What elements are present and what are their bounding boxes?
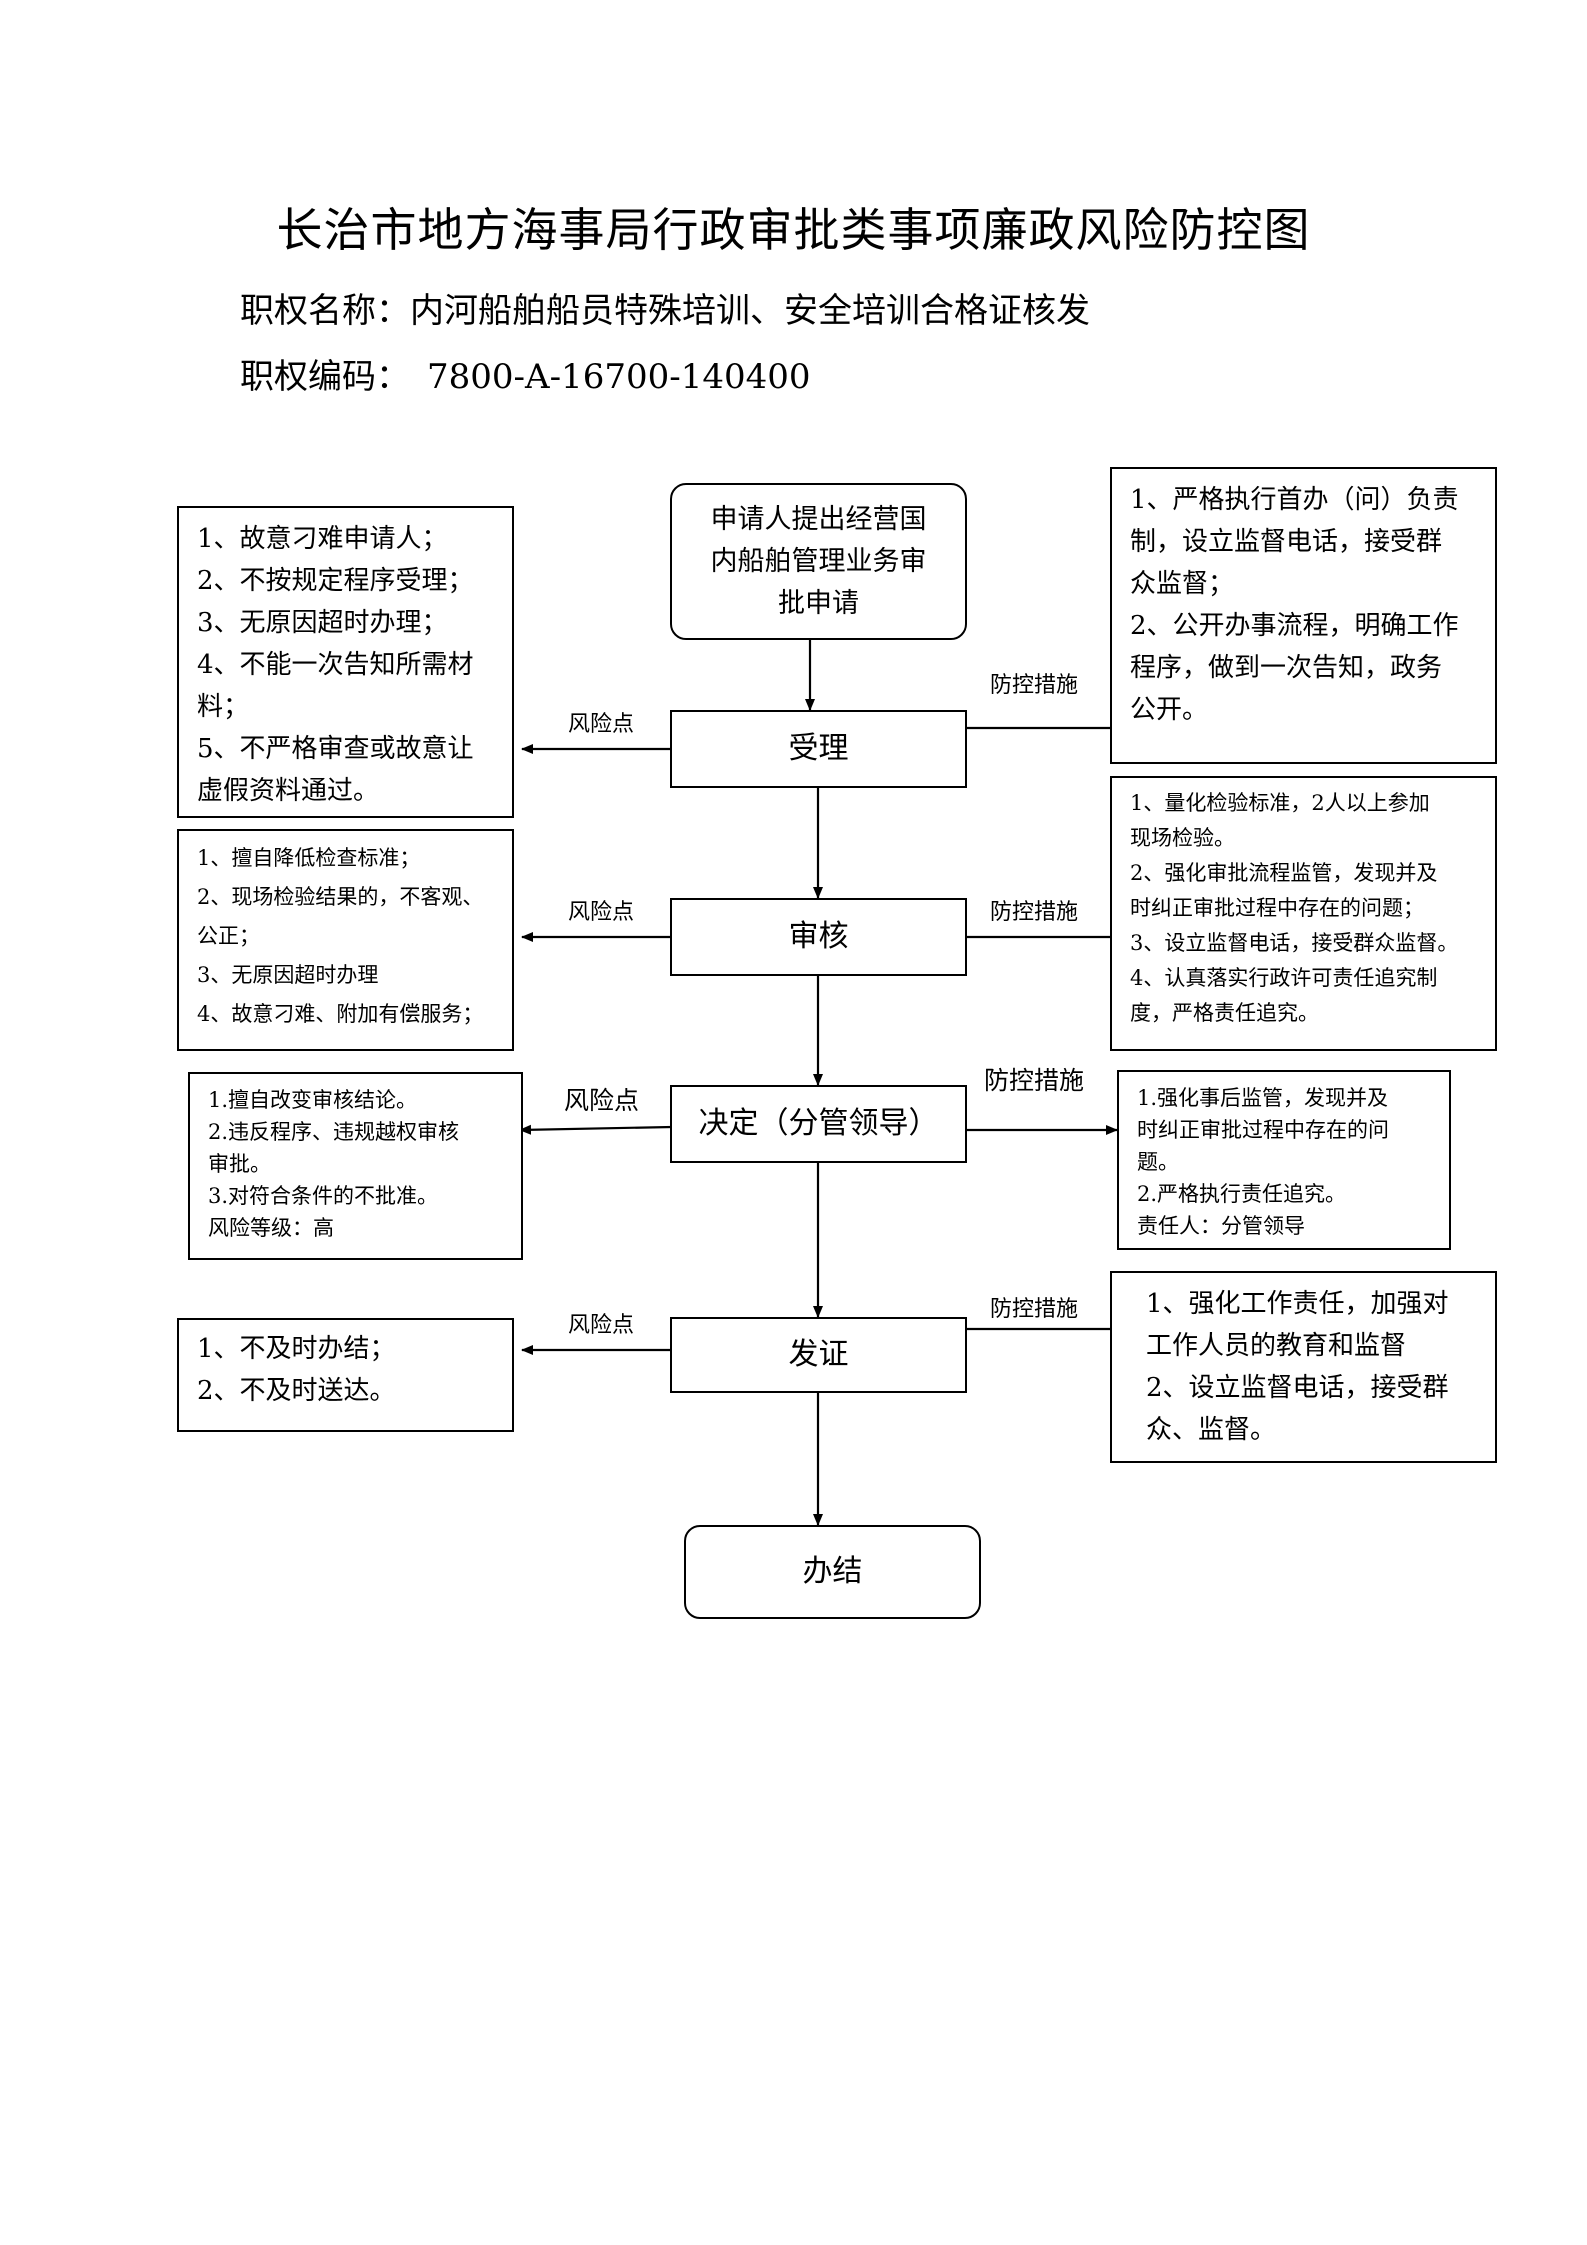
risk-4-item: 2、不及时送达。 <box>197 1376 396 1406</box>
risk-panel-accept: 1、故意刁难申请人； 2、不按规定程序受理； 3、无原因超时办理； 4、不能一次… <box>177 506 514 818</box>
control-4-item: 工作人员的教育和监督 <box>1146 1331 1407 1361</box>
step-issue-label: 发证 <box>788 1337 849 1372</box>
control-3-item: 题。 <box>1137 1150 1179 1174</box>
control-panel-review: 1、量化检验标准，2人以上参加 现场检验。 2、强化审批流程监管，发现并及 时纠… <box>1110 776 1497 1051</box>
risk-1-item: 5、不严格审查或故意让 <box>197 734 474 764</box>
risk-panel-review: 1、擅自降低检查标准； 2、现场检验结果的，不客观、 公正； 3、无原因超时办理… <box>177 829 514 1051</box>
control-2-item: 2、强化审批流程监管，发现并及 <box>1130 861 1438 885</box>
risk-3-item: 1.擅自改变审核结论。 <box>208 1088 418 1112</box>
risk-3-item: 3.对符合条件的不批准。 <box>208 1184 439 1208</box>
responsible-person: 责任人：分管领导 <box>1137 1214 1305 1238</box>
risk-2-item: 公正； <box>197 924 260 948</box>
risk-panel-issue: 1、不及时办结； 2、不及时送达。 <box>177 1318 514 1432</box>
risk-2-item: 3、无原因超时办理 <box>197 963 379 987</box>
step-decision: 决定（分管领导） <box>670 1085 967 1163</box>
control-label-3: 防控措施 <box>984 1066 1085 1095</box>
end-box: 办结 <box>684 1525 981 1619</box>
risk-panel-decision: 1.擅自改变审核结论。 2.违反程序、违规越权审核 审批。 3.对符合条件的不批… <box>188 1072 523 1260</box>
risk-1-item: 1、故意刁难申请人； <box>197 524 448 554</box>
control-2-item: 1、量化检验标准，2人以上参加 <box>1130 791 1430 815</box>
risk-1-item: 虚假资料通过。 <box>197 776 380 806</box>
step-review-label: 审核 <box>788 919 849 954</box>
control-1-item: 众监督； <box>1130 569 1235 599</box>
step-issue: 发证 <box>670 1317 967 1393</box>
control-2-item: 3、设立监督电话，接受群众监督。 <box>1130 931 1459 955</box>
control-4-item: 2、设立监督电话，接受群 <box>1146 1373 1449 1403</box>
control-label-4: 防控措施 <box>990 1297 1079 1322</box>
control-panel-accept: 1、严格执行首办（问）负责 制，设立监督电话，接受群 众监督； 2、公开办事流程… <box>1110 467 1497 764</box>
risk-label-2: 风险点 <box>568 900 635 925</box>
control-4-item: 众、监督。 <box>1146 1415 1277 1445</box>
risk-3-item: 2.违反程序、违规越权审核 <box>208 1120 460 1144</box>
risk-arrow-3 <box>519 1124 673 1135</box>
risk-1-item: 2、不按规定程序受理； <box>197 566 474 596</box>
risk-2-item: 1、擅自降低检查标准； <box>197 846 421 870</box>
page-title: 长治市地方海事局行政审批类事项廉政风险防控图 <box>276 203 1311 257</box>
start-text: 申请人提出经营国内船舶管理业务审批申请 <box>710 503 927 619</box>
risk-2-item: 2、现场检验结果的，不客观、 <box>197 885 484 909</box>
step-accept-label: 受理 <box>788 731 849 766</box>
risk-label-4: 风险点 <box>568 1313 635 1338</box>
step-review: 审核 <box>670 898 967 976</box>
control-3-item: 1.强化事后监管，发现并及 <box>1137 1086 1389 1110</box>
control-label-2: 防控措施 <box>990 900 1079 925</box>
control-3-item: 2.严格执行责任追究。 <box>1137 1182 1347 1206</box>
authority-code: 职权编码： 7800-A-16700-140400 <box>240 357 811 397</box>
control-2-item: 时纠正审批过程中存在的问题； <box>1130 896 1424 920</box>
step-accept: 受理 <box>670 710 967 788</box>
start-box: 申请人提出经营国内船舶管理业务审批申请 <box>670 483 967 640</box>
risk-1-item: 料； <box>197 692 250 722</box>
risk-label-3: 风险点 <box>564 1086 640 1115</box>
control-panel-decision: 1.强化事后监管，发现并及 时纠正审批过程中存在的问 题。 2.严格执行责任追究… <box>1117 1070 1451 1250</box>
control-1-item: 制，设立监督电话，接受群 <box>1130 527 1443 557</box>
control-label-1: 防控措施 <box>990 673 1079 698</box>
risk-3-item: 审批。 <box>208 1152 271 1176</box>
control-1-item: 2、公开办事流程，明确工作 <box>1130 611 1459 641</box>
control-1-item: 公开。 <box>1130 695 1209 725</box>
control-2-item: 4、认真落实行政许可责任追究制 <box>1130 966 1438 990</box>
authority-name: 职权名称：内河船舶船员特殊培训、安全培训合格证核发 <box>240 291 1090 331</box>
risk-2-item: 4、故意刁难、附加有偿服务； <box>197 1002 484 1026</box>
step-decision-label: 决定（分管领导） <box>698 1106 939 1141</box>
control-2-item: 现场检验。 <box>1130 826 1235 850</box>
control-1-item: 1、严格执行首办（问）负责 <box>1130 485 1459 515</box>
risk-4-item: 1、不及时办结； <box>197 1334 396 1364</box>
control-panel-issue: 1、强化工作责任，加强对 工作人员的教育和监督 2、设立监督电话，接受群 众、监… <box>1110 1271 1497 1463</box>
control-3-item: 时纠正审批过程中存在的问 <box>1137 1118 1389 1142</box>
control-1-item: 程序，做到一次告知，政务 <box>1130 653 1443 683</box>
risk-label-1: 风险点 <box>568 712 635 737</box>
risk-1-item: 3、无原因超时办理； <box>197 608 448 638</box>
control-4-item: 1、强化工作责任，加强对 <box>1146 1289 1449 1319</box>
control-2-item: 度，严格责任追究。 <box>1130 1001 1319 1025</box>
risk-1-item: 4、不能一次告知所需材 <box>197 650 474 680</box>
end-label: 办结 <box>802 1554 863 1589</box>
risk-level: 风险等级：高 <box>208 1216 334 1240</box>
